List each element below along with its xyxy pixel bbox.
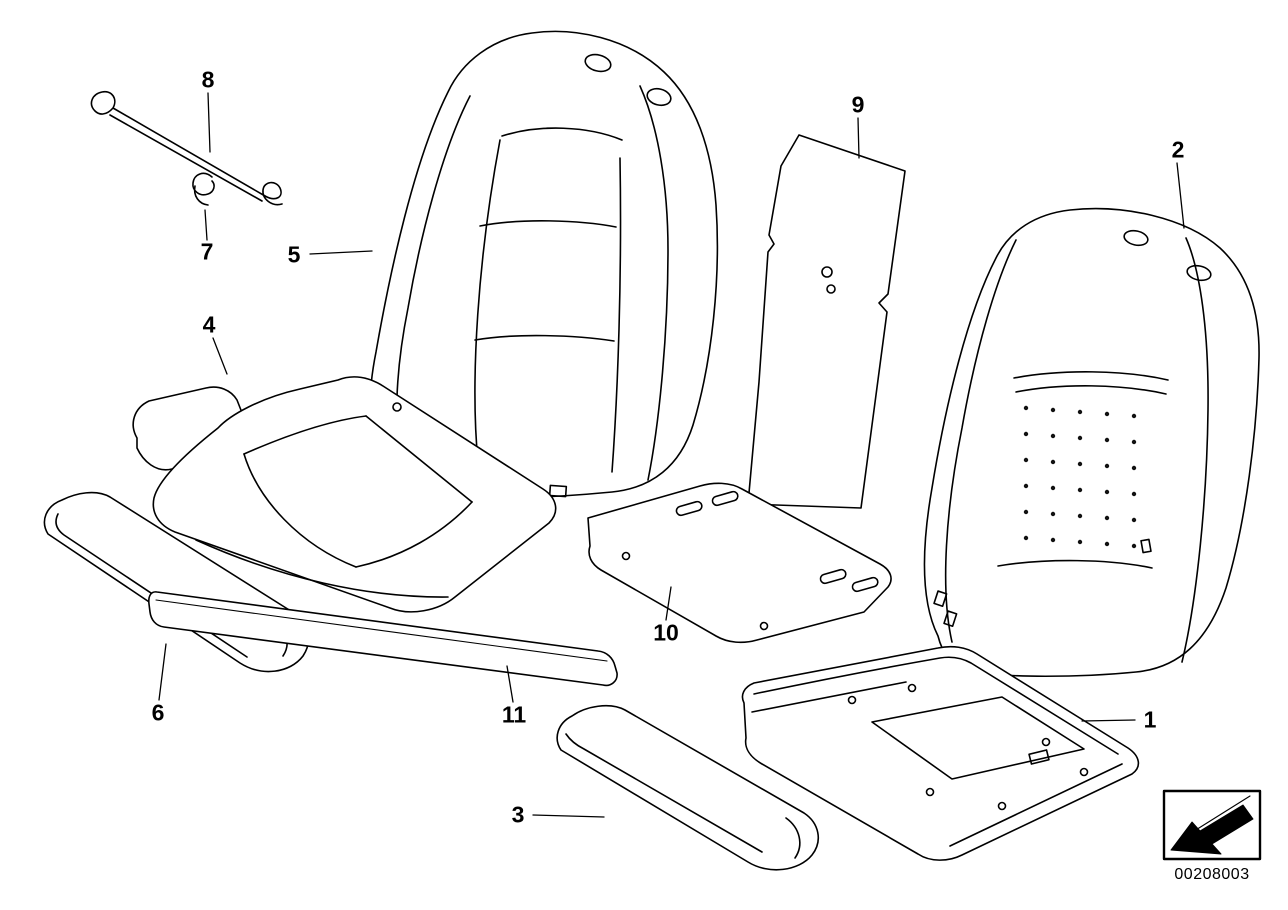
part-side-bolster-lower <box>556 704 820 871</box>
callout-8[interactable]: 8 <box>201 66 215 93</box>
callout-2[interactable]: 2 <box>1171 136 1185 163</box>
callout-6[interactable]: 6 <box>151 699 165 726</box>
part-listing-wire <box>90 90 283 206</box>
back-arrow-icon <box>1170 804 1254 855</box>
part-backrest-cover-main <box>369 30 719 499</box>
callout-10[interactable]: 10 <box>653 619 679 646</box>
callout-5[interactable]: 5 <box>287 241 301 268</box>
part-backrest-cover-right <box>923 207 1260 678</box>
diagram-code: 00208003 <box>1174 866 1250 883</box>
part-seat-pan-panel <box>587 482 892 644</box>
callout-4[interactable]: 4 <box>202 311 216 338</box>
callout-9[interactable]: 9 <box>851 91 865 118</box>
callout-11[interactable]: 11 <box>501 701 527 728</box>
part-retaining-hook <box>192 172 215 206</box>
nav-thumbnail[interactable] <box>1162 789 1262 861</box>
part-seat-frame <box>741 645 1140 861</box>
part-backrest-panel <box>747 134 906 509</box>
callout-7[interactable]: 7 <box>200 238 214 265</box>
leader-lines <box>158 92 1185 818</box>
callout-3[interactable]: 3 <box>511 801 525 828</box>
callout-1[interactable]: 1 <box>1143 706 1157 733</box>
part-trim-strip <box>148 591 618 687</box>
part-seat-cushion-cover <box>132 376 557 613</box>
